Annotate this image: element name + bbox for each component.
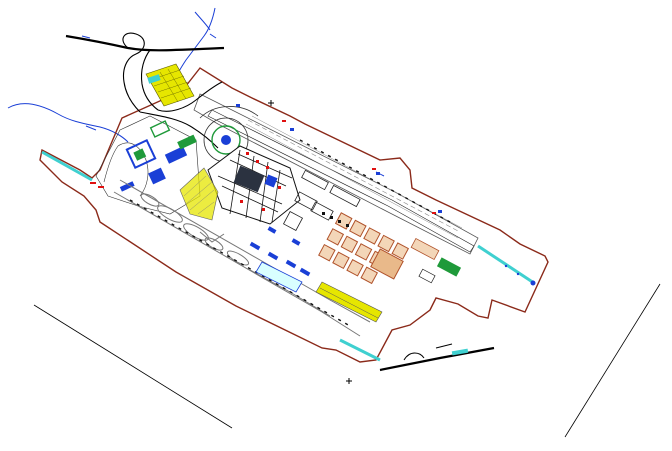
runway-strip (193, 93, 479, 255)
stream-west (7, 103, 129, 143)
hangar-blocks (318, 212, 410, 285)
support-building-dots (322, 212, 349, 227)
cargo-strip (315, 281, 383, 323)
stream-north (175, 7, 216, 79)
approach-light-dots (504, 264, 536, 286)
interchange (122, 32, 223, 149)
streams (7, 7, 216, 143)
crosshair-marker (346, 378, 352, 384)
terminal-hatch (179, 167, 219, 221)
approach-lights (41, 150, 535, 362)
apron-stands (249, 226, 311, 293)
taxiways (113, 179, 371, 337)
southeast-cyan-pad (451, 348, 469, 356)
crosshair-marker (268, 100, 274, 106)
drawing-annotations (81, 33, 385, 177)
highways (65, 34, 495, 372)
runway-markers (90, 120, 436, 214)
stream-north-b (194, 11, 211, 31)
support-buildings (282, 169, 361, 232)
west-buildings (119, 120, 197, 192)
terminal-core (207, 145, 301, 225)
highway-north (65, 34, 225, 52)
site-boundary (39, 67, 549, 363)
highway-south (379, 346, 495, 372)
southeast-road-detail (403, 343, 453, 361)
sheet-guide-lines (33, 283, 661, 438)
taxiway-centerline-dashes (129, 139, 451, 327)
parking-north (145, 63, 195, 107)
east-buildings (410, 237, 462, 284)
